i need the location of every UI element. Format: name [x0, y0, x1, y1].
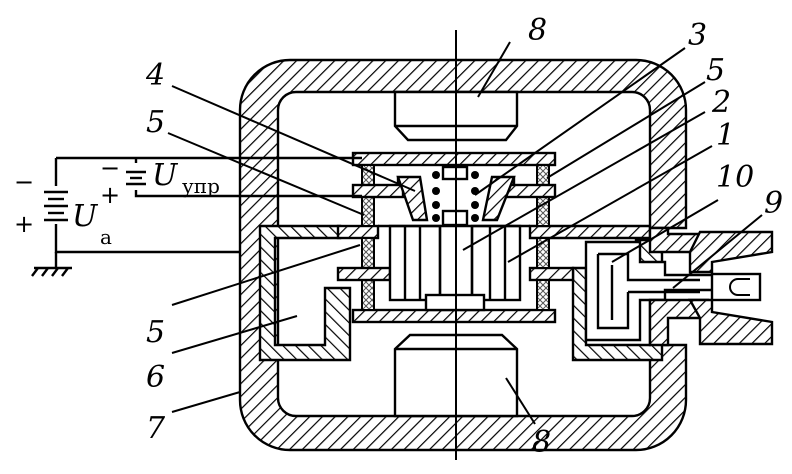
label-8-top: 8	[528, 13, 547, 48]
outer-envelope-7	[238, 58, 688, 452]
control-voltage-symbol: U	[152, 158, 179, 193]
anode-voltage-symbol: U	[72, 199, 99, 234]
label-6: 6	[146, 360, 165, 395]
label-3: 3	[688, 18, 707, 53]
anode-voltage-subscript: а	[100, 225, 112, 249]
label-8-bottom: 8	[532, 425, 551, 460]
label-5-top-left: 5	[146, 105, 165, 140]
label-5-top-right: 5	[706, 53, 725, 88]
anode-plus-sign: +	[14, 210, 34, 238]
label-10: 10	[716, 160, 754, 195]
label-9: 9	[764, 186, 783, 221]
control-voltage-battery	[56, 156, 362, 198]
insulator-5-right	[536, 164, 550, 311]
tube-bottom-plate	[351, 308, 557, 324]
label-4: 4	[145, 58, 165, 93]
output-connector-9	[648, 226, 774, 347]
control-minus-sign: −	[100, 154, 120, 182]
resonator-grid-plates	[336, 224, 530, 312]
label-5-bottom-left: 5	[146, 315, 165, 350]
control-voltage-subscript: упр	[182, 174, 220, 198]
resonator-cavity-6	[258, 224, 380, 362]
label-2: 2	[711, 85, 731, 120]
leader-lines	[167, 41, 763, 425]
resonator-cavity-right	[528, 224, 664, 362]
label-1: 1	[716, 118, 735, 153]
label-7: 7	[146, 411, 166, 446]
control-plus-sign: +	[100, 181, 120, 209]
ground-icon	[31, 252, 72, 277]
anode-minus-sign: −	[14, 168, 34, 196]
